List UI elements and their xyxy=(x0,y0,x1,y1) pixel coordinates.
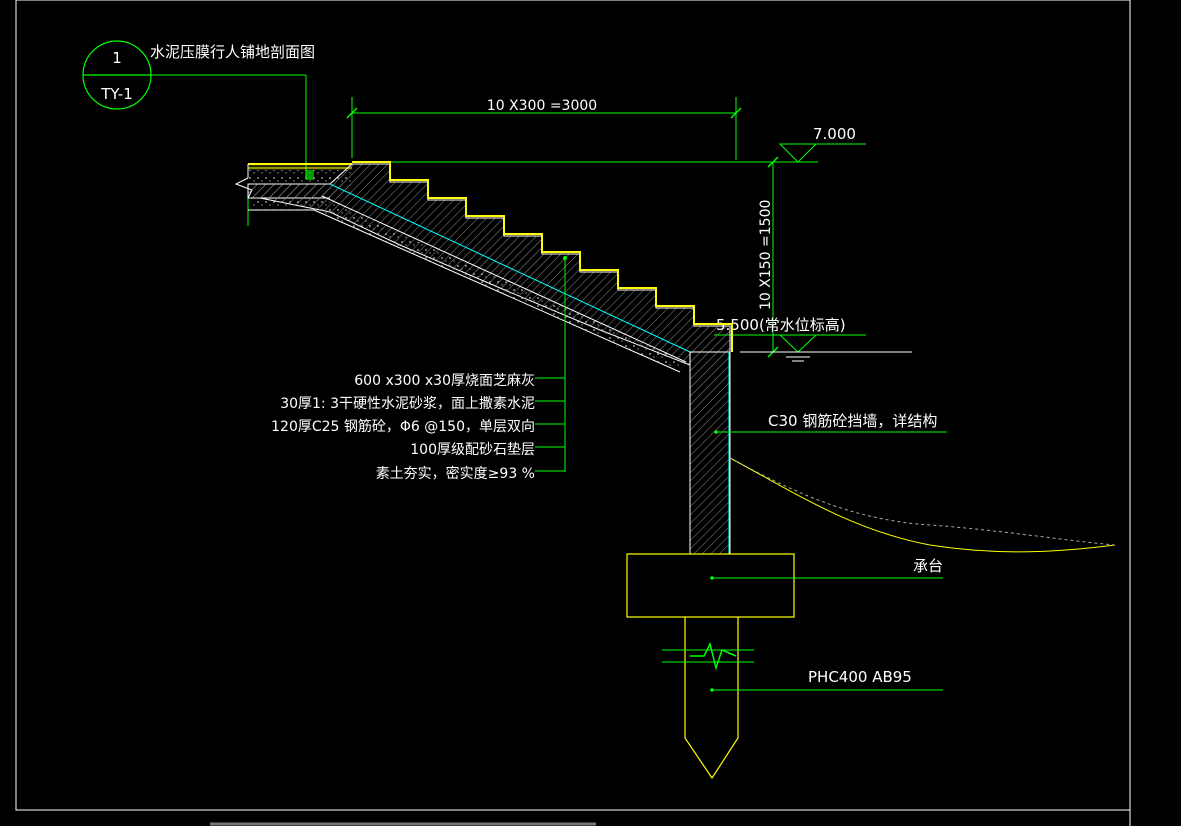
pile-cap-label: 承台 xyxy=(913,557,943,575)
dimension-horizontal[interactable]: 10 X300 =3000 xyxy=(346,97,742,160)
drawing-title: 水泥压膜行人铺地剖面图 xyxy=(150,43,315,61)
detail-bubble[interactable]: 1 TY-1 xyxy=(82,40,307,178)
pile-cap[interactable]: 承台 xyxy=(626,553,943,618)
elevation-water-marker[interactable]: 5.500(常水位标高) xyxy=(714,316,912,362)
pile[interactable]: PHC400 AB95 xyxy=(662,617,943,780)
layer-note-2: 30厚1: 3干硬性水泥砂浆，面上撒素水泥 xyxy=(280,396,535,412)
stair-section[interactable] xyxy=(234,161,733,472)
layer-note-4: 100厚级配砂石垫层 xyxy=(410,442,535,458)
pile-label: PHC400 AB95 xyxy=(808,668,912,686)
dimension-vertical-text: 10 X150 =1500 xyxy=(758,200,774,310)
wall-callout-text: C30 钢筋砼挡墙，详结构 xyxy=(768,412,937,430)
layer-note-5: 素土夯实，密实度≥93 % xyxy=(376,465,535,482)
layer-note-1: 600 x300 x30厚烧面芝麻灰 xyxy=(354,373,535,389)
drawing-frame xyxy=(15,0,1131,826)
elevation-water-text: 5.500(常水位标高) xyxy=(716,316,846,334)
elevation-top-text: 7.000 xyxy=(813,125,856,143)
elevation-top-marker[interactable]: 7.000 xyxy=(778,125,866,163)
ground-slope xyxy=(729,457,1116,553)
detail-number: 1 xyxy=(112,49,122,67)
layer-callouts[interactable]: 600 x300 x30厚烧面芝麻灰 30厚1: 3干硬性水泥砂浆，面上撒素水泥… xyxy=(271,373,565,482)
retaining-wall[interactable]: C30 钢筋砼挡墙，详结构 xyxy=(689,351,947,555)
layer-note-3: 120厚C25 钢筋砼，Φ6 @150，单层双向 xyxy=(271,418,535,435)
detail-sheet-ref: TY-1 xyxy=(100,85,133,103)
dimension-vertical[interactable]: 10 X150 =1500 xyxy=(352,156,818,358)
dimension-horizontal-text: 10 X300 =3000 xyxy=(487,98,597,114)
